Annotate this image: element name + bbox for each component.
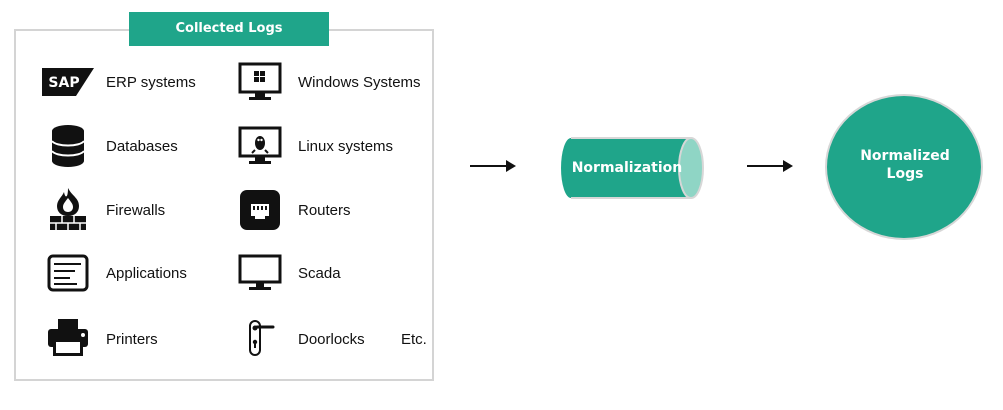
door-handle-icon [232, 311, 288, 367]
normalized-logs-line-1: Normalized [860, 148, 950, 164]
router-icon [232, 182, 288, 238]
routers-label: Routers [298, 201, 351, 219]
collected-logs-title: Collected Logs [129, 12, 329, 46]
firewalls-label: Firewalls [106, 201, 166, 219]
printers-item: Printers [40, 311, 158, 367]
output-arrow-icon [747, 160, 793, 172]
applications-item: Applications [40, 245, 187, 301]
scada-item: Scada [232, 245, 341, 301]
collected-logs-panel [14, 29, 434, 381]
doorlocks-label: Doorlocks [298, 330, 365, 348]
normalization-label: Normalization [571, 160, 683, 176]
printers-label: Printers [106, 330, 158, 348]
sap-logo-icon: SAP [40, 54, 96, 110]
doorlocks-item: Doorlocks [232, 311, 365, 367]
firewall-icon [40, 182, 96, 238]
firewalls-item: Firewalls [40, 182, 165, 238]
printer-icon [40, 311, 96, 367]
databases-item: Databases [40, 118, 178, 174]
linux-monitor-icon [232, 118, 288, 174]
scada-label: Scada [298, 264, 341, 282]
normalization-cylinder [561, 137, 704, 199]
windows-systems-label: Windows Systems [298, 73, 421, 91]
normalized-logs-label: Normalized Logs [840, 147, 970, 183]
databases-label: Databases [106, 137, 178, 155]
windows-systems-item: Windows Systems [232, 54, 421, 110]
monitor-icon [232, 245, 288, 301]
application-icon [40, 245, 96, 301]
routers-item: Routers [232, 182, 351, 238]
applications-label: Applications [106, 264, 187, 282]
linux-systems-item: Linux systems [232, 118, 393, 174]
erp-systems-label: ERP systems [106, 73, 196, 91]
normalized-logs-circle [825, 94, 983, 240]
input-arrow-icon [470, 160, 516, 172]
database-icon [40, 118, 96, 174]
erp-systems-item: SAP ERP systems [40, 54, 196, 110]
svg-text:SAP: SAP [48, 75, 79, 91]
normalized-logs-line-2: Logs [886, 166, 924, 182]
linux-systems-label: Linux systems [298, 137, 394, 155]
etc-label: Etc. [401, 331, 427, 348]
windows-monitor-icon [232, 54, 288, 110]
